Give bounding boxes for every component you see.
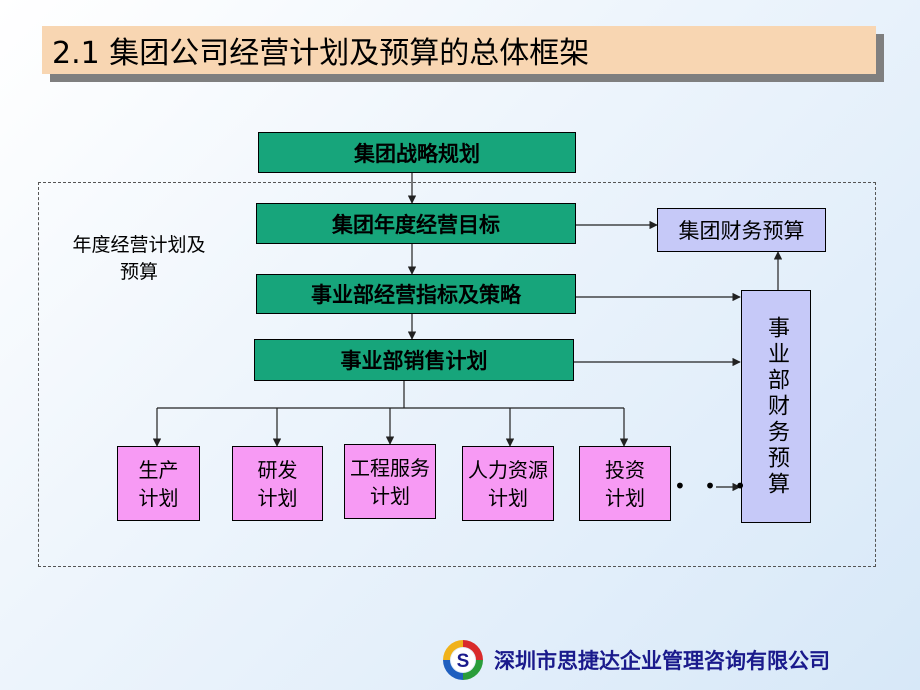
ellipsis: • • • [674,474,753,498]
box-investment-plan: 投资 计划 [579,446,671,521]
division-budget-text: 事业部财务预算 [764,315,789,498]
footer: S 深圳市思捷达企业管理咨询有限公司 [440,636,830,684]
annual-plan-frame [38,182,876,567]
box-division-sales: 事业部销售计划 [254,339,574,381]
page-title: 2.1 集团公司经营计划及预算的总体框架 [42,26,876,74]
company-name: 深圳市思捷达企业管理咨询有限公司 [494,649,830,673]
box-engineering-plan: 工程服务 计划 [344,444,436,519]
box-division-kpi: 事业部经营指标及策略 [256,274,576,314]
box-production-plan: 生产 计划 [117,446,200,521]
box-group-annual-goal: 集团年度经营目标 [256,203,576,244]
box-division-budget: 事业部财务预算 [741,290,811,523]
box-group-strategy: 集团战略规划 [258,132,576,173]
annual-plan-label: 年度经营计划及预算 [72,234,206,283]
box-hr-plan: 人力资源 计划 [462,446,554,521]
box-group-budget: 集团财务预算 [657,208,826,252]
company-logo-icon: S [443,640,483,680]
box-rnd-plan: 研发 计划 [232,446,323,521]
logo-letter: S [457,651,470,672]
